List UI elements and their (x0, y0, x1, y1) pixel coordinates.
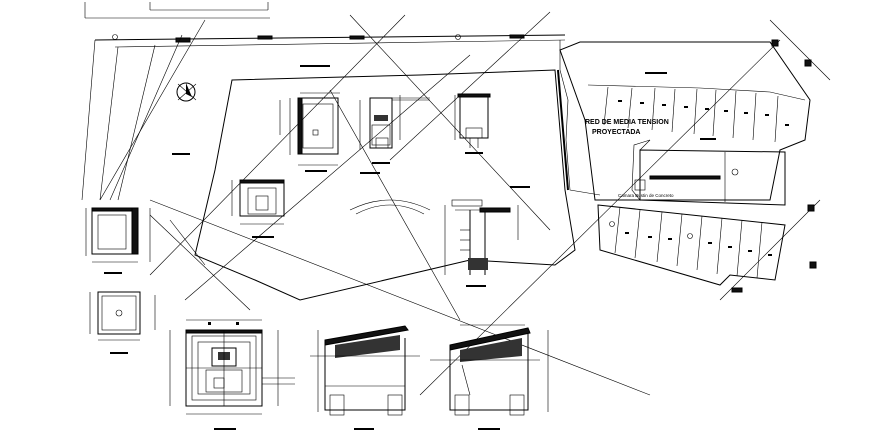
network-area (557, 39, 817, 293)
detail-room-plan-1 (279, 92, 340, 172)
detail-section-a (310, 325, 420, 430)
network-title-1: RED DE MEDIA TENSION (585, 119, 669, 126)
network-title-2: PROYECTADA (592, 129, 640, 136)
main-lot (194, 65, 576, 301)
detail-rebar-column (444, 199, 519, 287)
detail-manhole-plan (89, 291, 156, 354)
detail-section-b (430, 324, 549, 430)
detail-post-elevation (454, 93, 491, 154)
detail-station-plan (169, 319, 295, 430)
area-label-mark (172, 153, 190, 155)
north-arrow-icon (176, 82, 197, 102)
detail-cabinet (231, 179, 285, 238)
detail-foundation-section (359, 95, 430, 164)
diagonal-lines (99, 11, 831, 396)
substation-label: Camara Bustin de Concreto (618, 193, 674, 198)
poles-row (112, 34, 525, 43)
detail-left-plan (85, 207, 151, 274)
